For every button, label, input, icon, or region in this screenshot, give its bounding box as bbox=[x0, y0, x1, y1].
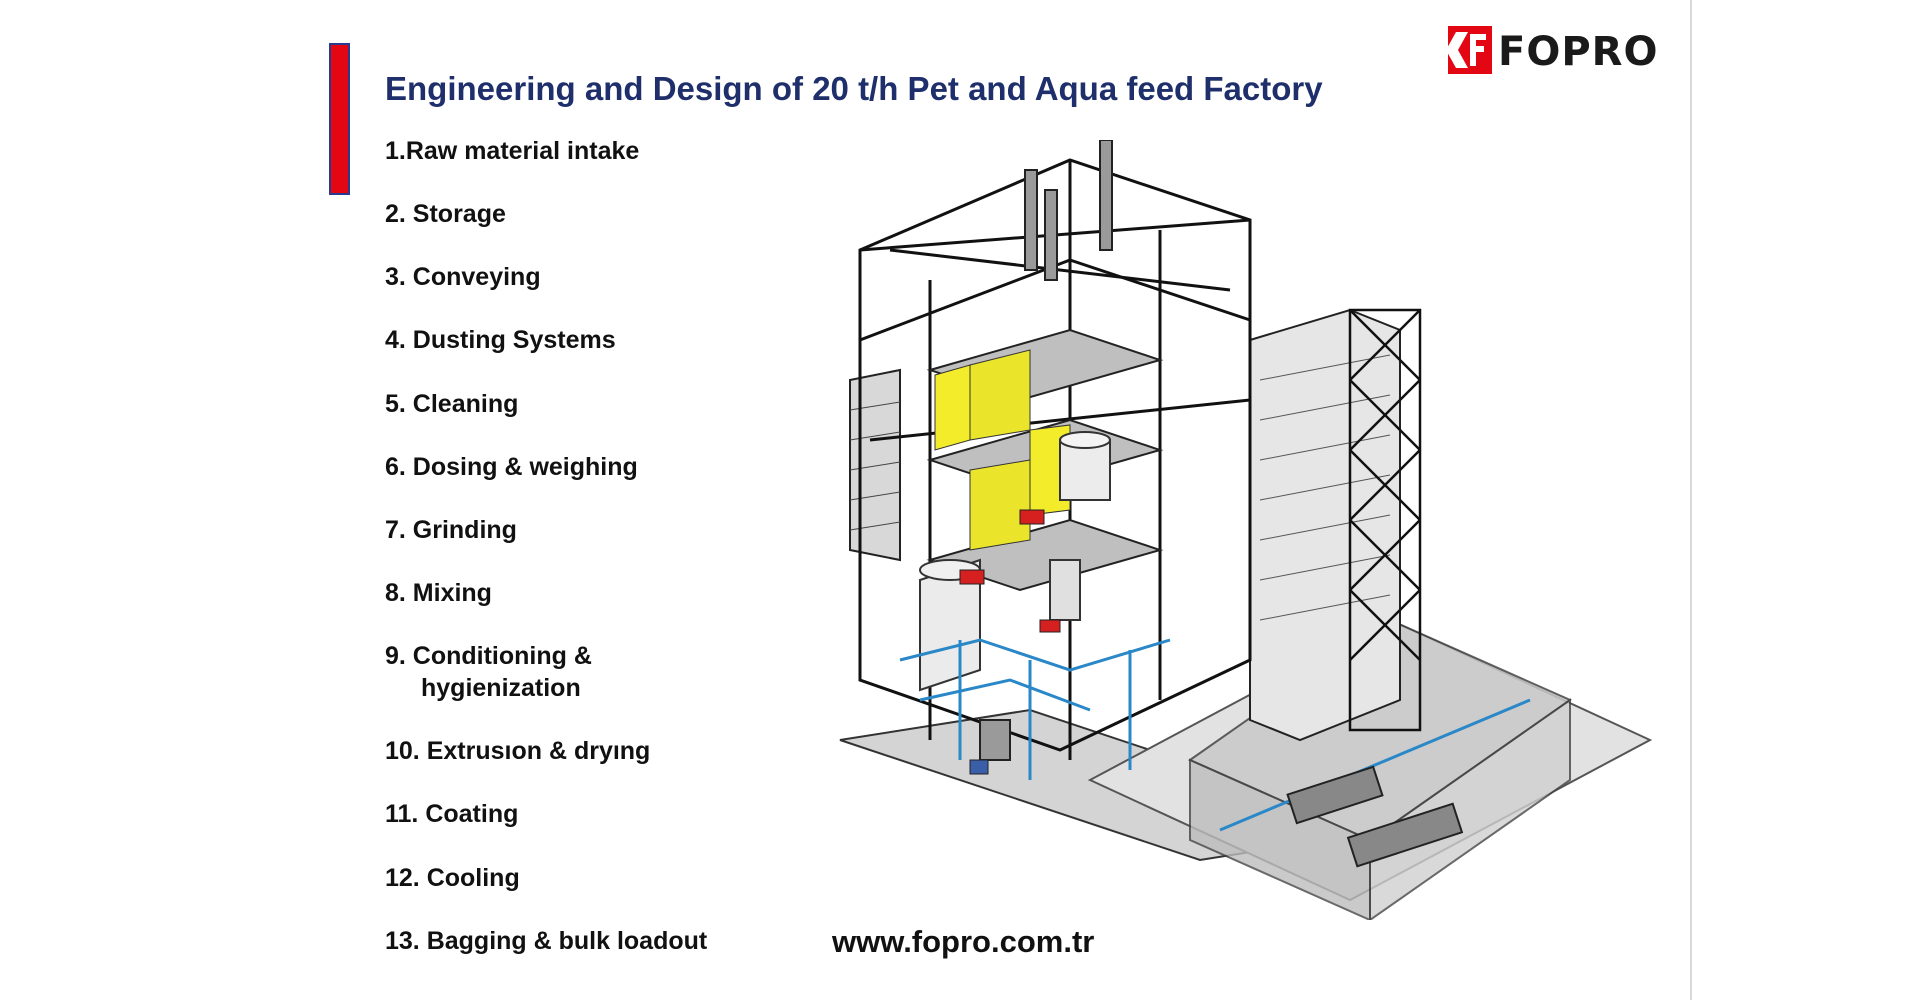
accent-bar bbox=[329, 43, 350, 195]
list-item: 3. Conveying bbox=[385, 263, 541, 291]
list-item: 4. Dusting Systems bbox=[385, 326, 616, 354]
right-divider bbox=[1690, 0, 1692, 1000]
list-item: 9. Conditioning &hygienization bbox=[385, 642, 592, 702]
list-item: 13. Bagging & bulk loadout bbox=[385, 927, 708, 955]
list-item: 6. Dosing & weighing bbox=[385, 453, 638, 481]
list-item: 11. Coating bbox=[385, 800, 519, 828]
website-url: www.fopro.com.tr bbox=[832, 924, 1095, 959]
factory-render bbox=[839, 140, 1653, 920]
list-item: 5. Cleaning bbox=[385, 390, 519, 418]
slide-title: Engineering and Design of 20 t/h Pet and… bbox=[385, 70, 1323, 107]
list-item: 10. Extrusıon & dryıng bbox=[385, 737, 651, 765]
brand-name: FOPRO bbox=[1498, 29, 1659, 75]
list-item: 1.Raw material intake bbox=[385, 137, 640, 165]
fopro-logo-icon bbox=[1446, 26, 1492, 74]
fopro-logo: FOPRO bbox=[1442, 24, 1657, 78]
list-item: 12. Cooling bbox=[385, 864, 520, 892]
list-item: 7. Grinding bbox=[385, 516, 517, 544]
list-item: 2. Storage bbox=[385, 200, 506, 228]
list-item: 8. Mixing bbox=[385, 579, 492, 607]
